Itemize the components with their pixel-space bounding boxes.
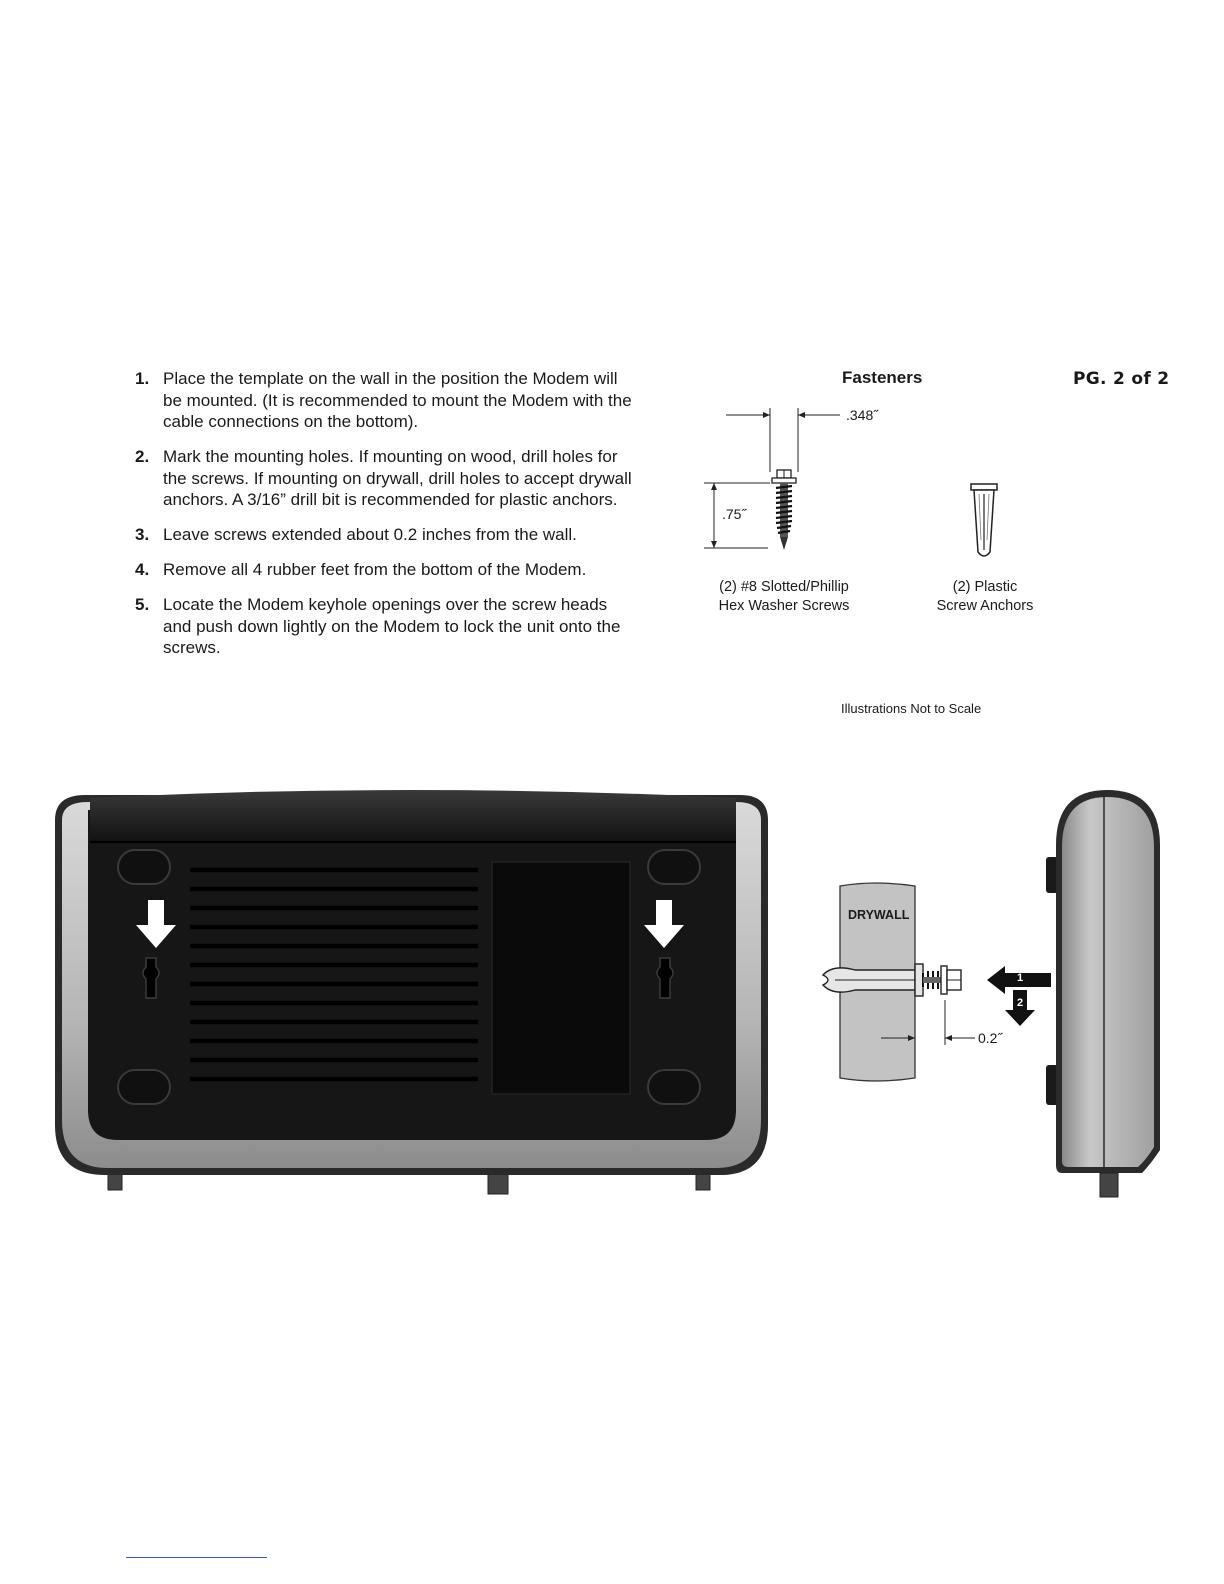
step-text: Mark the mounting holes. If mounting on …: [163, 447, 632, 509]
modem-bottom-view: [55, 790, 768, 1195]
instruction-step: 5. Locate the Modem keyhole openings over…: [135, 594, 635, 659]
footer-rule: [126, 1557, 267, 1558]
step-2-badge: 2: [1017, 997, 1024, 1009]
step-text: Remove all 4 rubber feet from the bottom…: [163, 560, 587, 579]
not-to-scale-note: Illustrations Not to Scale: [841, 701, 982, 716]
plastic-anchor-illustration: [970, 483, 998, 557]
page-number: PG. 2 of 2: [1073, 369, 1170, 389]
step-number: 4.: [135, 560, 150, 579]
instruction-step: 4. Remove all 4 rubber feet from the bott…: [135, 559, 635, 581]
fasteners-heading: Fasteners: [842, 368, 923, 387]
drywall-label: DRYWALL: [848, 908, 910, 922]
instruction-step: 1. Place the template on the wall in the …: [135, 368, 635, 433]
screw-length-label: .75˝: [722, 506, 747, 522]
drywall-diagram: [821, 882, 1051, 1082]
anchor-caption-line: (2) Plastic: [952, 579, 1018, 595]
step-number: 2.: [135, 447, 150, 466]
instruction-list: 1. Place the template on the wall in the …: [135, 368, 635, 672]
step-text: Leave screws extended about 0.2 inches f…: [163, 525, 577, 544]
screw-width-label: .348˝: [846, 407, 878, 423]
step-number: 3.: [135, 525, 150, 544]
step-1-badge: 1: [1017, 972, 1024, 984]
screw-caption: (2) #8 Slotted/Phillip Hex Washer Screws: [700, 578, 868, 615]
instruction-step: 2. Mark the mounting holes. If mounting o…: [135, 446, 635, 511]
step-text: Locate the Modem keyhole openings over t…: [163, 595, 621, 657]
instruction-step: 3. Leave screws extended about 0.2 inches…: [135, 524, 635, 546]
anchor-caption-line: Screw Anchors: [936, 597, 1034, 614]
step-number: 1.: [135, 369, 150, 388]
gap-label: 0.2˝: [978, 1030, 1003, 1046]
screw-caption-line: (2) #8 Slotted/Phillip: [719, 579, 849, 595]
screw-caption-line: Hex Washer Screws: [718, 597, 850, 614]
step-text: Place the template on the wall in the po…: [163, 369, 632, 431]
modem-side-view: [1046, 790, 1160, 1198]
screw-illustration: [704, 408, 840, 550]
step-number: 5.: [135, 595, 150, 614]
anchor-caption: (2) Plastic Screw Anchors: [910, 578, 1060, 615]
